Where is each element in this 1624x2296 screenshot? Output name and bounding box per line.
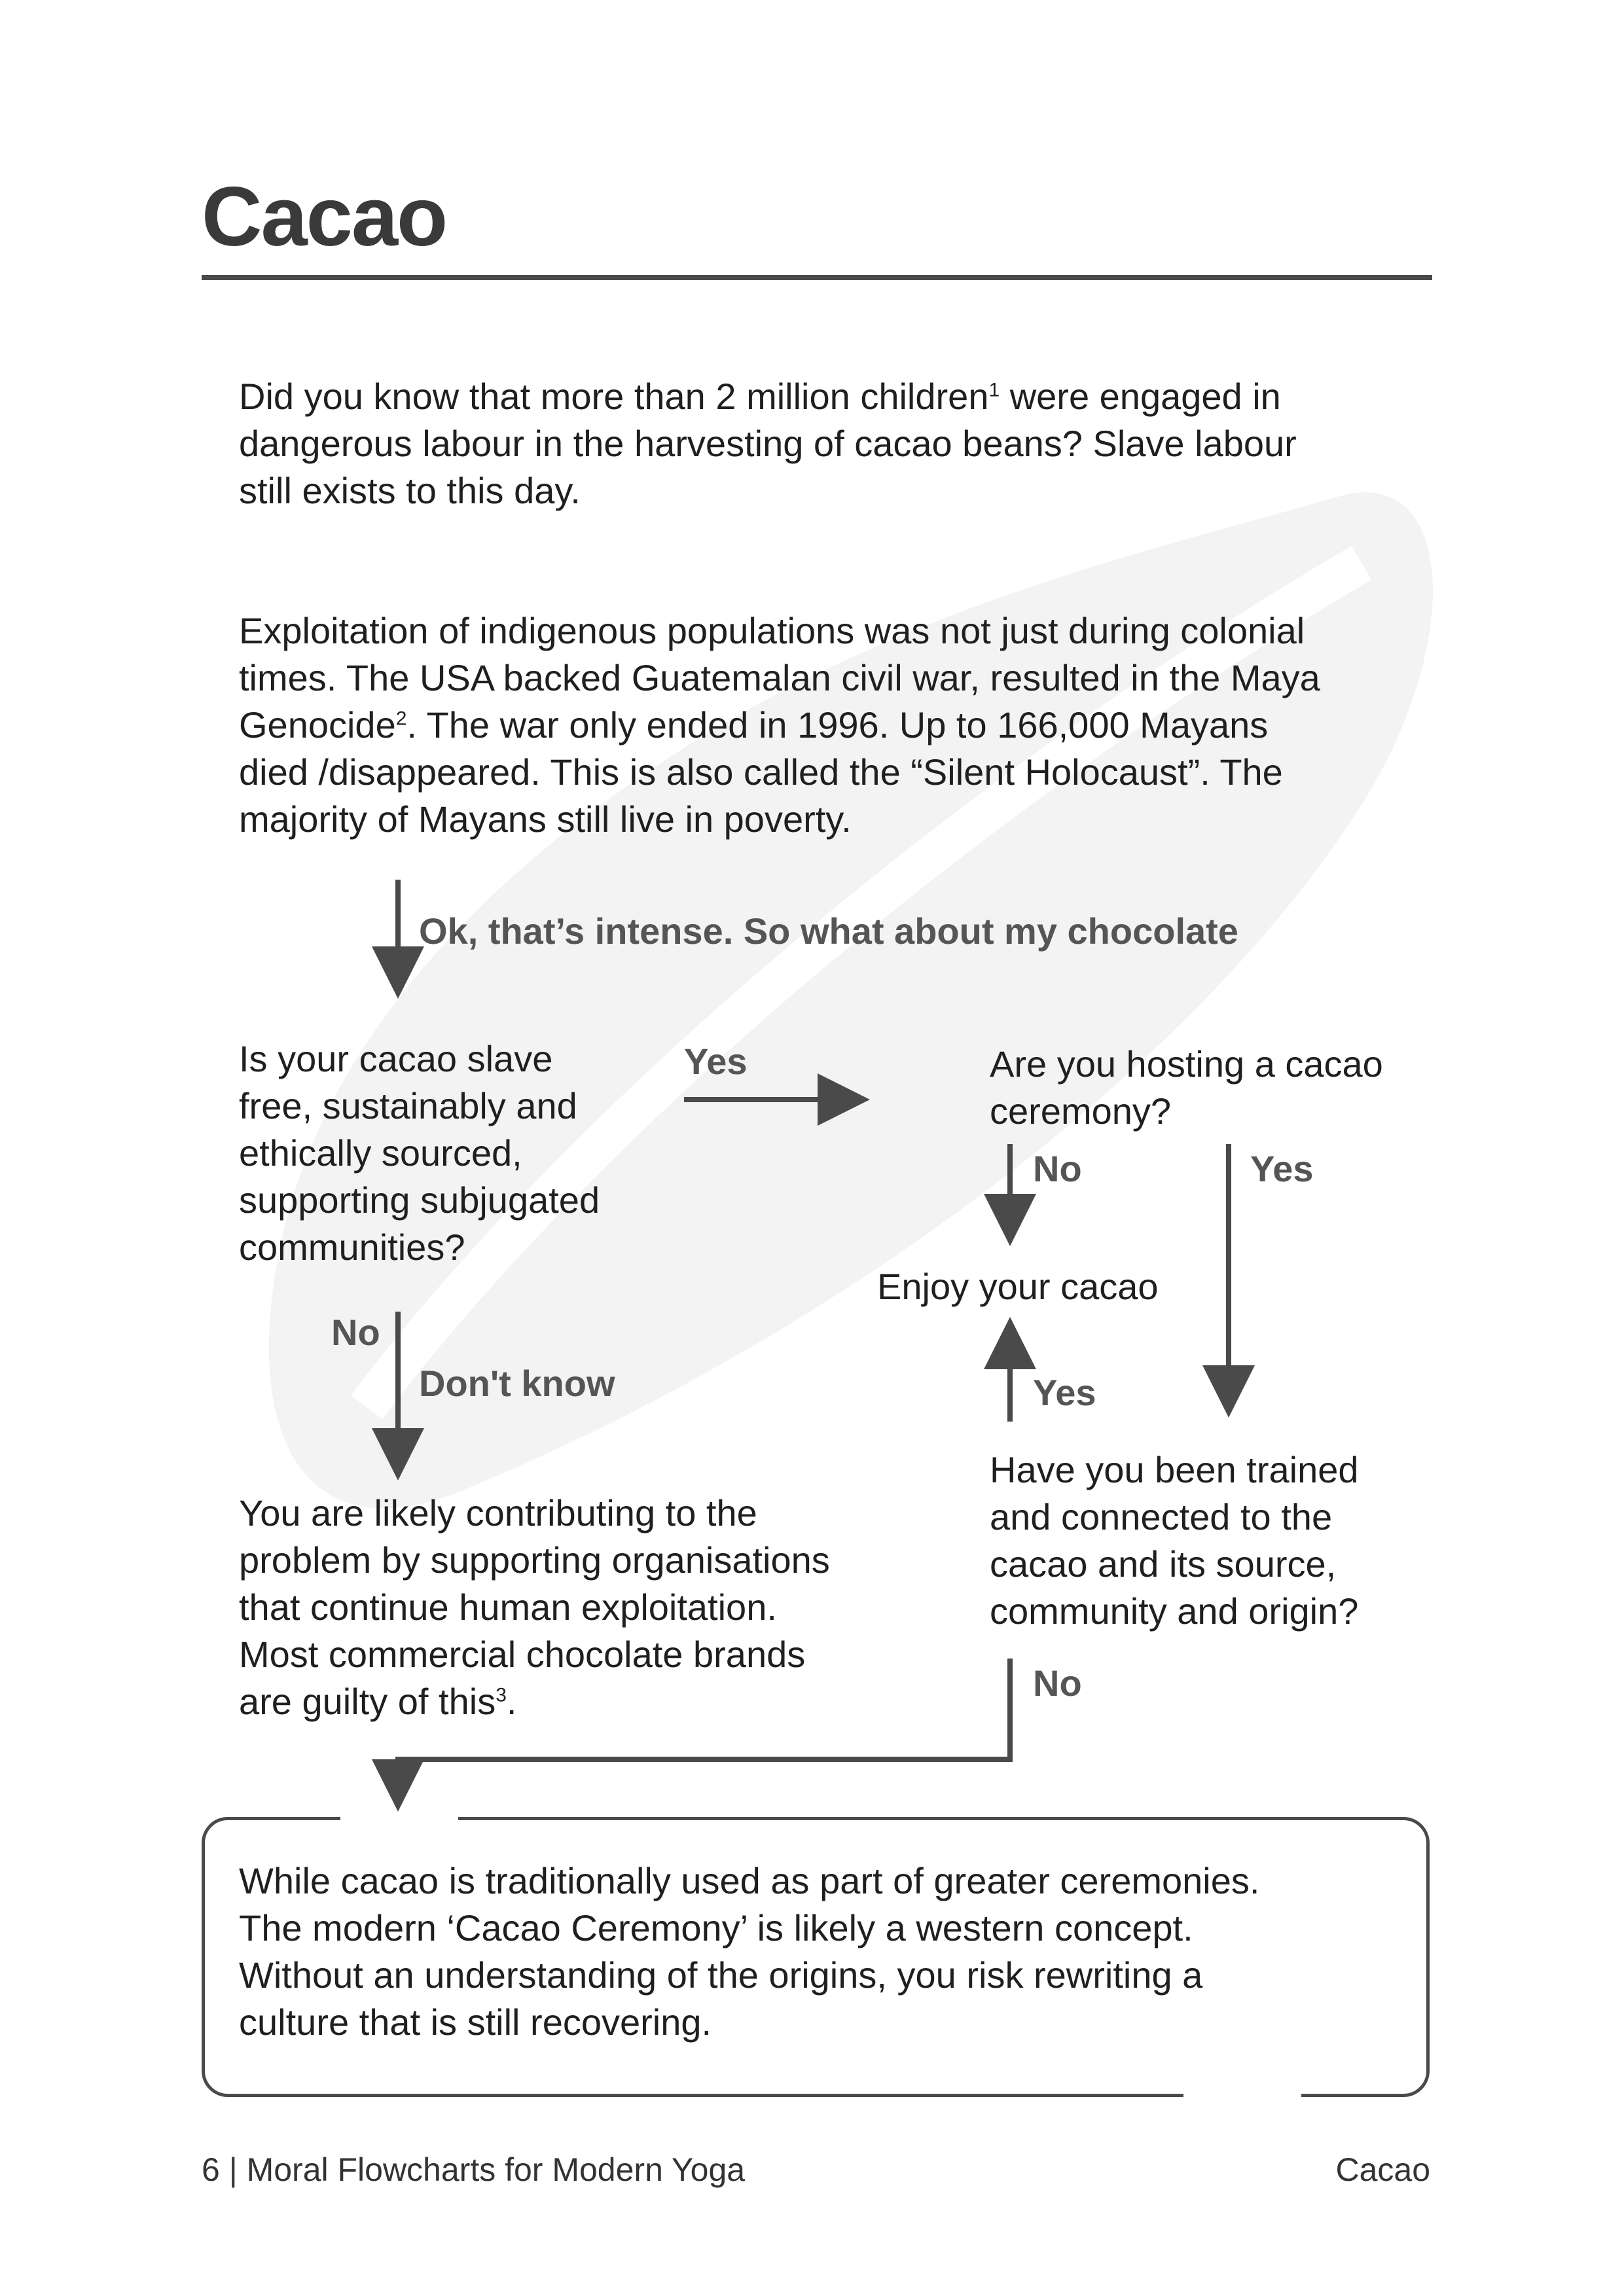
question-line: community and origin? — [990, 1590, 1359, 1632]
question-line: Is your cacao slave — [239, 1038, 553, 1079]
conclusion-line: While cacao is traditionally used as par… — [239, 1860, 1260, 1901]
label-yes-sourced: Yes — [684, 1041, 748, 1082]
label-no-ceremony: No — [1033, 1148, 1082, 1189]
outcome-line: . — [506, 1681, 517, 1722]
question-ceremony: Are you hosting a cacao ceremony? — [990, 1041, 1448, 1135]
intro-text: were engaged in — [1000, 376, 1281, 417]
label-no-trained: No — [1033, 1662, 1082, 1704]
outcome-line: that continue human exploitation. — [239, 1587, 777, 1628]
footnote-marker: 3 — [496, 1684, 507, 1706]
question-sourced: Is your cacao slave free, sustainably an… — [239, 1035, 658, 1271]
intro-text: times. The USA backed Guatemalan civil w… — [239, 657, 1320, 698]
prompt-label: Ok, that’s intense. So what about my cho… — [419, 910, 1238, 952]
conclusion-line: The modern ‘Cacao Ceremony’ is likely a … — [239, 1907, 1193, 1948]
intro-text: Did you know that more than 2 million ch… — [239, 376, 989, 417]
box-gap-bottom — [1183, 2092, 1301, 2101]
page-title: Cacao — [202, 170, 448, 264]
intro-text: Genocide — [239, 704, 396, 745]
question-line: ethically sourced, — [239, 1132, 522, 1174]
footnote-marker: 1 — [988, 379, 1000, 401]
conclusion-line: culture that is still recovering. — [239, 2001, 712, 2043]
label-dont-know: Don't know — [419, 1363, 615, 1404]
question-line: Have you been trained — [990, 1449, 1359, 1490]
footnote-marker: 2 — [395, 708, 407, 730]
question-line: free, sustainably and — [239, 1085, 577, 1126]
outcome-enjoy: Enjoy your cacao — [877, 1266, 1159, 1307]
outcome-line: are guilty of this — [239, 1681, 496, 1722]
question-line: ceremony? — [990, 1090, 1172, 1132]
intro-text: . The war only ended in 1996. Up to 166,… — [406, 704, 1269, 745]
cacao-pod-watermark — [268, 492, 1433, 1509]
arrow-trained-no-to-conclusion — [372, 1659, 1013, 1812]
intro-paragraph-1: Did you know that more than 2 million ch… — [239, 373, 1430, 514]
conclusion-text: While cacao is traditionally used as par… — [239, 1857, 1417, 2046]
intro-text: majority of Mayans still live in poverty… — [239, 798, 852, 840]
label-no-sourced: No — [331, 1312, 380, 1353]
question-line: and connected to the — [990, 1496, 1333, 1537]
outcome-line: Most commercial chocolate brands — [239, 1634, 806, 1675]
outcome-contributing: You are likely contributing to the probl… — [239, 1490, 893, 1725]
intro-paragraph-2: Exploitation of indigenous populations w… — [239, 607, 1443, 843]
intro-text: died /disappeared. This is also called t… — [239, 751, 1283, 793]
question-line: Are you hosting a cacao — [990, 1043, 1383, 1085]
intro-text: dangerous labour in the harvesting of ca… — [239, 423, 1297, 464]
conclusion-line: Without an understanding of the origins,… — [239, 1954, 1203, 1996]
intro-text: Exploitation of indigenous populations w… — [239, 610, 1305, 651]
label-yes-ceremony: Yes — [1250, 1148, 1314, 1189]
question-line: communities? — [239, 1227, 465, 1268]
label-yes-trained: Yes — [1033, 1372, 1096, 1413]
question-line: supporting subjugated — [239, 1179, 600, 1221]
question-line: cacao and its source, — [990, 1543, 1337, 1585]
outcome-line: problem by supporting organisations — [239, 1539, 830, 1581]
title-rule — [202, 275, 1432, 280]
footer-left: 6 | Moral Flowcharts for Modern Yoga — [202, 2151, 746, 2188]
outcome-line: You are likely contributing to the — [239, 1492, 757, 1534]
box-gap-top — [340, 1813, 458, 1822]
intro-text: still exists to this day. — [239, 470, 581, 511]
question-trained: Have you been trained and connected to t… — [990, 1446, 1448, 1635]
footer-right: Cacao — [1335, 2151, 1430, 2188]
conclusion-box — [202, 1817, 1430, 2097]
cacao-pod-seam — [351, 546, 1372, 1420]
